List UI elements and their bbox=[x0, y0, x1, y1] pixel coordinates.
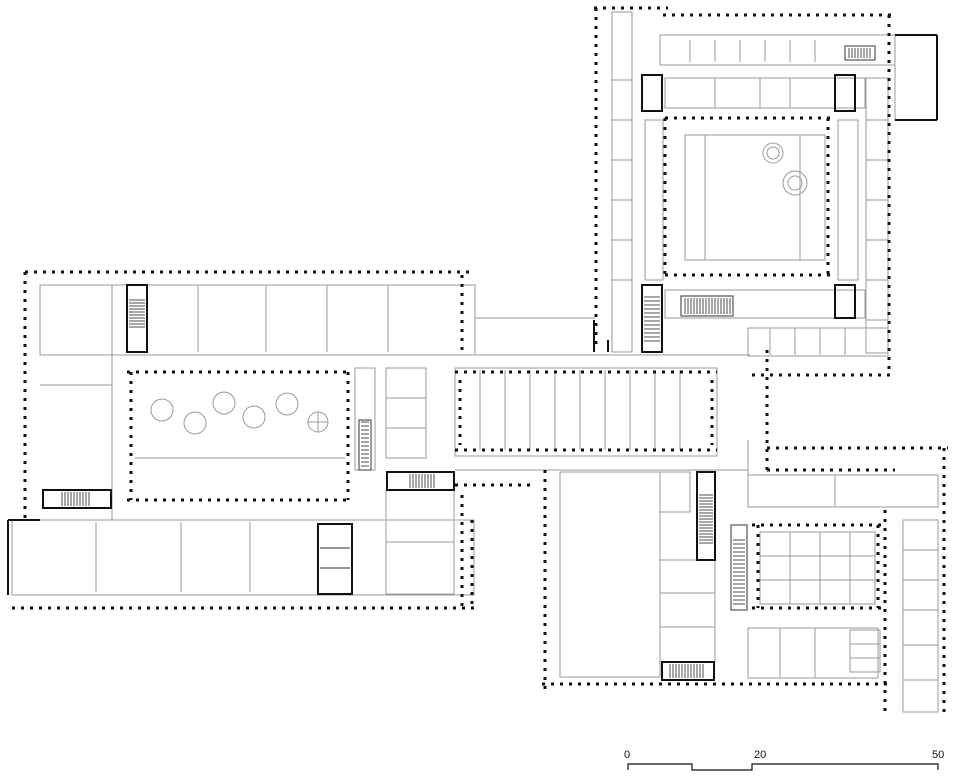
stair-core-west-south bbox=[42, 489, 112, 509]
stair-north-courtyard bbox=[680, 295, 734, 317]
stair-core-central bbox=[386, 471, 455, 491]
scale-label-0: 0 bbox=[624, 749, 630, 761]
stair-core-south-central bbox=[696, 471, 716, 561]
central-rooms bbox=[385, 367, 427, 459]
scale-label-20: 20 bbox=[754, 749, 766, 761]
stair-core-west-southeast bbox=[317, 523, 353, 595]
courtyard-north-garden bbox=[684, 134, 826, 261]
stair-core-south bbox=[661, 661, 715, 681]
exterior-wall-segments bbox=[7, 6, 948, 712]
central-block-rooms bbox=[454, 367, 718, 457]
west-wing-north-rooms bbox=[39, 284, 476, 356]
stair-west-courtyard bbox=[358, 419, 372, 471]
stair-core-west-north bbox=[126, 284, 148, 353]
scale-bar: 0 20 50 bbox=[624, 749, 944, 771]
courtyard-west-trees bbox=[135, 391, 345, 459]
courtyard-east-garden bbox=[759, 531, 876, 605]
stair-north-east bbox=[844, 45, 876, 61]
lift-shaft-north-west bbox=[641, 74, 663, 112]
stair-cores bbox=[42, 45, 876, 681]
restroom-block bbox=[849, 629, 881, 673]
west-wing-south-rooms bbox=[11, 519, 475, 596]
stair-east-courtyard bbox=[730, 524, 748, 611]
lift-shaft-north-east bbox=[834, 74, 856, 112]
interior-partitions bbox=[11, 11, 939, 713]
lift-shaft-north-southeast bbox=[834, 284, 856, 319]
stair-core-north-wing bbox=[641, 284, 663, 353]
scale-label-50: 50 bbox=[932, 749, 944, 761]
stair-treads bbox=[61, 48, 871, 678]
